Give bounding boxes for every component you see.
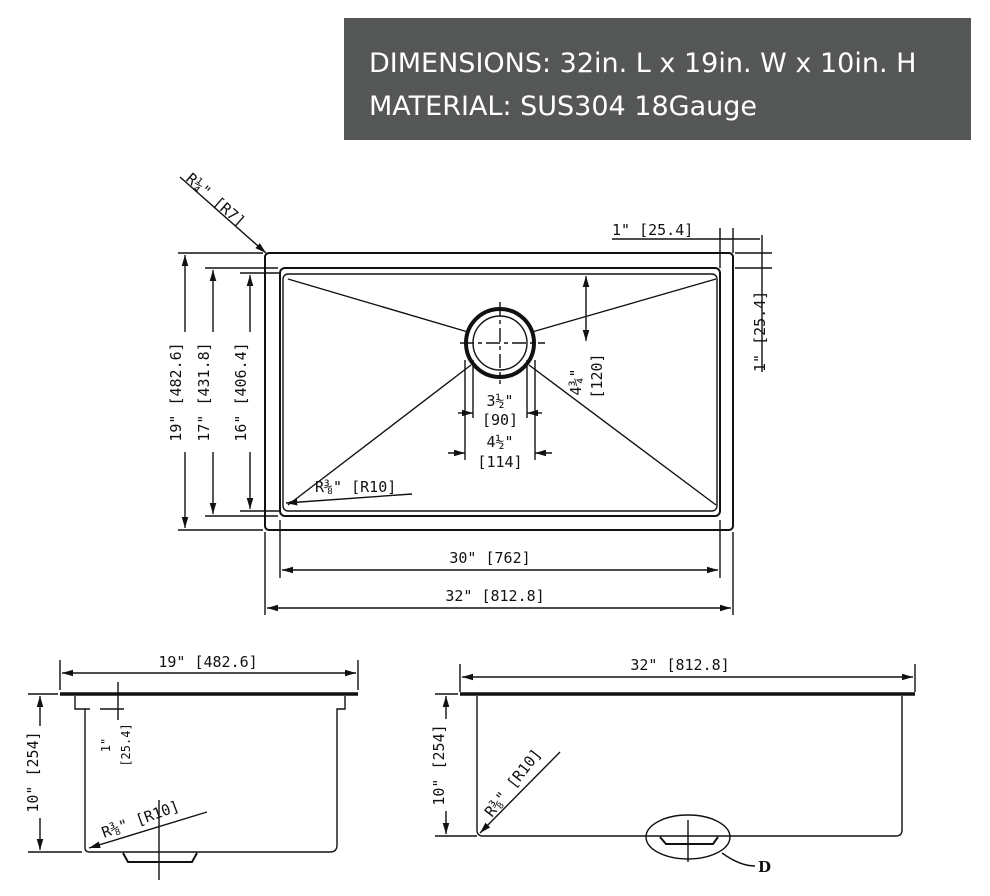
front-length-label: 32" [812.8]: [630, 656, 729, 674]
side-radius-label: R⅜" [R10]: [99, 797, 182, 842]
bottom-radius-label: R⅜" [R10]: [315, 478, 396, 496]
side-view: 19" [482.6] 1" [25.4] 10" [254] R⅜" [R10…: [24, 653, 359, 880]
sink-bowl: [282, 273, 718, 512]
dimensions-text: DIMENSIONS: 32in. L x 19in. W x 10in. H: [369, 48, 917, 79]
overall-width-label: 19" [482.6]: [167, 342, 185, 441]
side-depth-label: 10" [254]: [24, 731, 42, 812]
side-width-label: 19" [482.6]: [158, 653, 257, 671]
drain-outer-label: 4½": [486, 433, 513, 451]
side-flange-depth-label: 1": [99, 738, 113, 752]
corner-radius-label: R¼" [R7]: [182, 169, 248, 230]
spec-banner: DIMENSIONS: 32in. L x 19in. W x 10in. H …: [344, 18, 971, 140]
sink-outer-rim: [264, 252, 734, 531]
detail-d-label: D: [758, 858, 771, 876]
side-drain: [122, 852, 198, 863]
front-view: 32" [812.8] 10" [254] R⅜" [R10] D: [430, 656, 916, 876]
side-flange-depth-mm-label: [25.4]: [119, 723, 133, 766]
bowl-length-label: 30" [762]: [449, 549, 530, 567]
rim-width-top-label: 1" [25.4]: [612, 221, 693, 239]
drain-inner-label: 3½": [486, 392, 513, 410]
drain-offset-label: 4¾": [567, 368, 585, 395]
drain-outer-mm-label: [114]: [477, 453, 522, 471]
rim-width-right-label: 1" [25.4]: [751, 291, 769, 372]
material-text: MATERIAL: SUS304 18Gauge: [369, 91, 757, 122]
drain-inner-mm-label: [90]: [482, 411, 518, 429]
front-drain: [659, 836, 719, 845]
overall-length-label: 32" [812.8]: [445, 587, 544, 605]
flange-width-label: 17" [431.8]: [195, 342, 213, 441]
drain-offset-mm-label: [120]: [588, 353, 606, 398]
top-view: R¼" [R7] 1" [25.4] 1" [25.4] 19" [482.6]…: [167, 169, 772, 615]
front-depth-label: 10" [254]: [430, 724, 448, 805]
sink-flange: [279, 267, 721, 517]
front-radius-label: R⅜" [R10]: [481, 745, 545, 820]
bowl-width-label: 16" [406.4]: [232, 342, 250, 441]
